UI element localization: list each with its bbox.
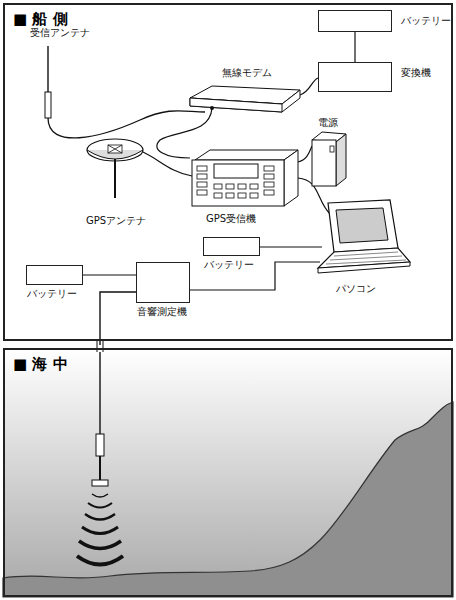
antenna-cable [48,111,205,138]
sea-panel: ■ 海 中 [3,348,453,597]
wire-line [354,32,355,62]
part-label: GPS受信機 [206,212,256,226]
transducer-head [92,480,108,486]
wire [157,108,212,158]
gps-receiver-front [192,160,284,206]
part-label: パソコン [336,282,376,296]
seabed [3,402,453,597]
device-label: 音響測定機 [137,305,187,319]
part-label: GPSアンテナ [86,214,146,228]
power-switch [330,146,334,152]
transducer-rod [99,456,101,480]
device-label: バッテリー [204,258,254,272]
modem-front [190,98,282,112]
part-label: 受信アンテナ [30,26,90,40]
gps-receiver-top [195,150,298,160]
device-label: バッテリー [27,287,77,301]
sea-fill [3,349,453,597]
device-label: 変換機 [401,66,431,80]
wire [298,146,312,162]
panel-heading: ■ 海 中 [13,355,68,374]
antenna-rod [47,46,48,92]
device-box: バッテリー [203,237,260,256]
gps-antenna-mark [108,145,122,153]
cable-gap [97,340,103,352]
gps-antenna-dome [87,139,143,161]
ship-panel: ■ 船 側バッテリー変換機バッテリーバッテリー音響測定機 [3,3,453,341]
device-box: 変換機 [318,62,392,92]
panel-heading: ■ 船 側 [13,10,68,29]
gps-antenna-mark [108,145,122,153]
part-label: 電源 [318,116,338,130]
wire-line [83,274,136,275]
transducer-body [96,434,104,456]
device-box: バッテリー [318,10,392,32]
gps-buttons [197,166,274,198]
power-side [336,134,346,186]
wire-connector [83,275,136,276]
antenna-base [45,92,51,118]
sound-waves [77,494,123,565]
laptop-keys [326,252,406,264]
part-label: 無線モデム [222,66,272,80]
wire [143,152,192,176]
cable [100,292,136,345]
gps-display [214,164,258,178]
wire [260,246,322,247]
modem-side [190,90,300,112]
cable [99,352,100,434]
device-box: 音響測定機 [136,262,190,303]
gps-antenna-pole [114,159,116,198]
laptop-lid [328,200,398,252]
device-box: バッテリー [26,265,83,285]
wire [300,78,318,95]
gps-receiver-side [284,150,298,206]
device-label: バッテリー [401,14,451,28]
power-front [312,140,336,186]
laptop-screen [336,208,388,243]
wire-connector [355,32,356,62]
